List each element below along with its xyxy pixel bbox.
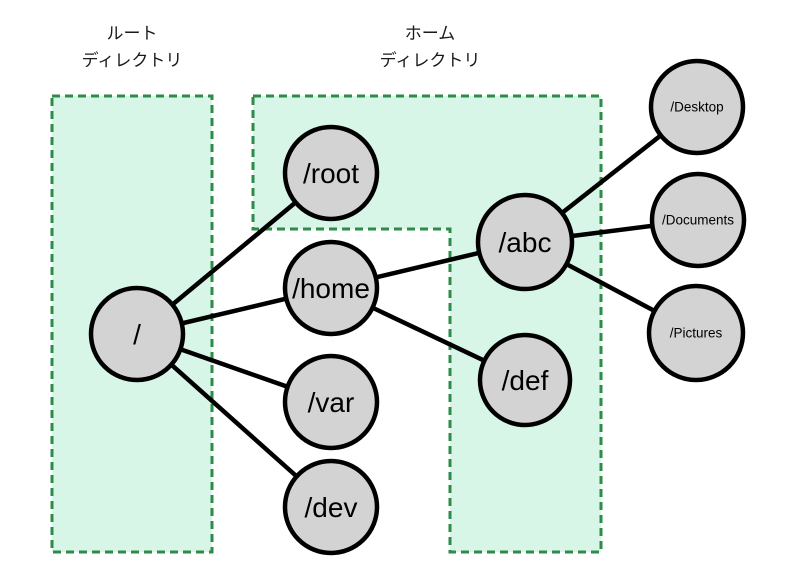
region-label-home-directory-line1: ホーム <box>405 24 456 43</box>
node-label-root: /root <box>303 158 359 189</box>
node-circle-dev <box>282 458 380 556</box>
node-label-dev: /dev <box>305 492 358 523</box>
node-label-abc: /abc <box>499 227 552 258</box>
node-circle-var <box>282 353 380 451</box>
node-root: /root <box>282 124 380 222</box>
region-label-root-directory-line1: ルート <box>107 24 158 43</box>
node-home: /home <box>282 239 380 337</box>
region-label-home-directory-line2: ディレクトリ <box>380 50 481 70</box>
node-label-pictures: /Pictures <box>670 326 723 341</box>
node-label-home: /home <box>292 273 370 304</box>
node-circle-abc <box>475 192 575 292</box>
region-label-root-directory-line2: ディレクトリ <box>82 50 183 70</box>
node-circle-documents <box>649 171 747 269</box>
node-circle-desktop <box>648 58 746 156</box>
node-label-desktop: /Desktop <box>670 100 723 115</box>
node-circle-def <box>477 332 573 428</box>
node-var: /var <box>282 353 380 451</box>
node-abc: /abc <box>475 192 575 292</box>
node-circle-home <box>282 239 380 337</box>
node-circle-pictures <box>646 283 746 383</box>
node-slash: / <box>88 285 186 383</box>
node-label-slash: / <box>133 319 141 350</box>
node-dev: /dev <box>282 458 380 556</box>
node-pictures: /Pictures <box>646 283 746 383</box>
node-label-var: /var <box>308 387 355 418</box>
node-def: /def <box>477 332 573 428</box>
node-desktop: /Desktop <box>648 58 746 156</box>
node-label-documents: /Documents <box>662 213 734 228</box>
node-label-def: /def <box>502 365 549 396</box>
node-circle-root <box>282 124 380 222</box>
node-circle-slash <box>88 285 186 383</box>
node-documents: /Documents <box>649 171 747 269</box>
